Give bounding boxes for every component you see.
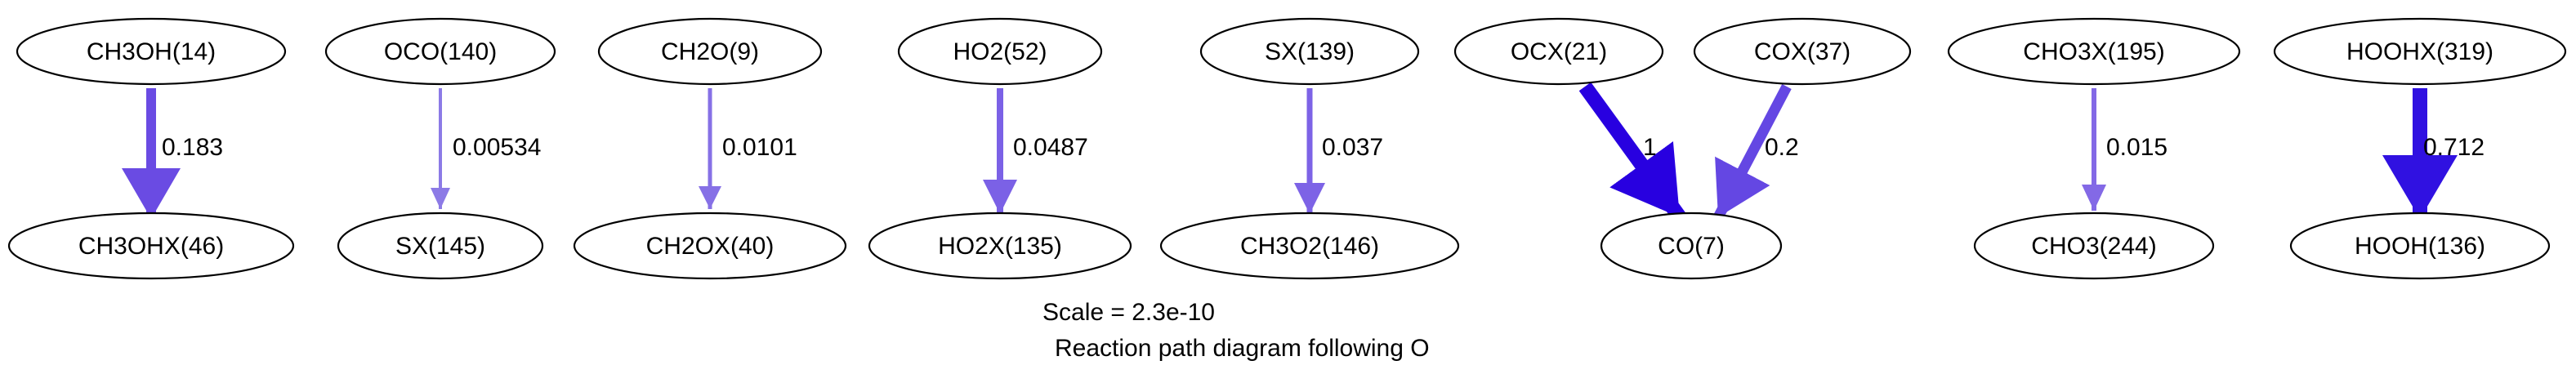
species-node-cho3x: CHO3X(195): [1947, 17, 2241, 86]
species-node-ch3ohx: CH3OHX(46): [7, 212, 295, 280]
edge-flux-label: 0.037: [1322, 134, 1383, 161]
species-label: OCO(140): [384, 38, 497, 65]
reaction-edge-ho2-to-ho2x: 0.0487: [983, 88, 1088, 214]
edge-flux-label: 0.712: [2423, 134, 2484, 161]
edge-arrow: [1713, 83, 1792, 220]
species-label: CHO3X(195): [2023, 38, 2164, 65]
reaction-edge-sx139-to-ch3o2: 0.037: [1294, 88, 1383, 214]
species-node-ho2x: HO2X(135): [868, 212, 1132, 280]
species-node-hooh: HOOH(136): [2289, 212, 2551, 280]
species-label: CH3OH(14): [87, 38, 216, 65]
species-label: SX(139): [1265, 38, 1355, 65]
reaction-edge-ch3oh-to-ch3ohx: 0.183: [122, 88, 223, 219]
scale-label: Scale = 2.3e-10: [1042, 299, 1215, 326]
species-label: CH3O2(146): [1240, 233, 1379, 260]
edge-flux-label: 0.015: [2106, 134, 2168, 161]
species-node-sx139: SX(139): [1199, 17, 1420, 86]
species-node-ho2: HO2(52): [897, 17, 1103, 86]
reaction-edge-cox-to-co: 0.2: [1713, 83, 1799, 220]
species-label: CO(7): [1658, 233, 1725, 260]
species-label: CH2OX(40): [646, 233, 775, 260]
species-node-hoohx: HOOHX(319): [2273, 17, 2567, 86]
species-node-co: CO(7): [1600, 212, 1783, 280]
species-label: HOOH(136): [2355, 233, 2485, 260]
species-label: CHO3(244): [2031, 233, 2156, 260]
edge-flux-label: 0.183: [162, 134, 223, 161]
edge-flux-label: 0.2: [1765, 134, 1799, 161]
reaction-edge-cho3x-to-cho3: 0.015: [2082, 88, 2168, 211]
edge-flux-label: 0.0487: [1013, 134, 1088, 161]
diagram-caption: Reaction path diagram following O: [1055, 335, 1430, 362]
species-node-ch3o2: CH3O2(146): [1159, 212, 1460, 280]
species-node-ocx: OCX(21): [1453, 17, 1664, 86]
species-node-cho3: CHO3(244): [1973, 212, 2215, 280]
species-node-ch3oh: CH3OH(14): [16, 17, 287, 86]
species-label: HO2X(135): [938, 233, 1062, 260]
species-label: OCX(21): [1511, 38, 1607, 65]
species-node-oco: OCO(140): [324, 17, 556, 86]
species-label: HOOHX(319): [2346, 38, 2493, 65]
reaction-edge-ch2o-to-ch2ox: 0.0101: [699, 88, 797, 209]
edge-arrow: [1578, 82, 1686, 222]
species-label: COX(37): [1754, 38, 1851, 65]
edge-flux-label: 0.00534: [453, 134, 541, 161]
reaction-edge-ocx-to-co: 1: [1578, 82, 1686, 222]
species-label: HO2(52): [953, 38, 1047, 65]
reaction-edge-hoohx-to-hooh: 0.712: [2382, 88, 2484, 219]
species-label: SX(145): [395, 233, 485, 260]
species-node-ch2ox: CH2OX(40): [573, 212, 847, 280]
reaction-edge-oco-to-sx145: 0.00534: [431, 88, 541, 209]
species-node-ch2o: CH2O(9): [597, 17, 823, 86]
edge-flux-label: 1: [1643, 134, 1657, 161]
species-label: CH3OHX(46): [78, 233, 224, 260]
species-node-sx145: SX(145): [337, 212, 544, 280]
species-label: CH2O(9): [661, 38, 759, 65]
edge-flux-label: 0.0101: [722, 134, 797, 161]
species-node-cox: COX(37): [1693, 17, 1912, 86]
